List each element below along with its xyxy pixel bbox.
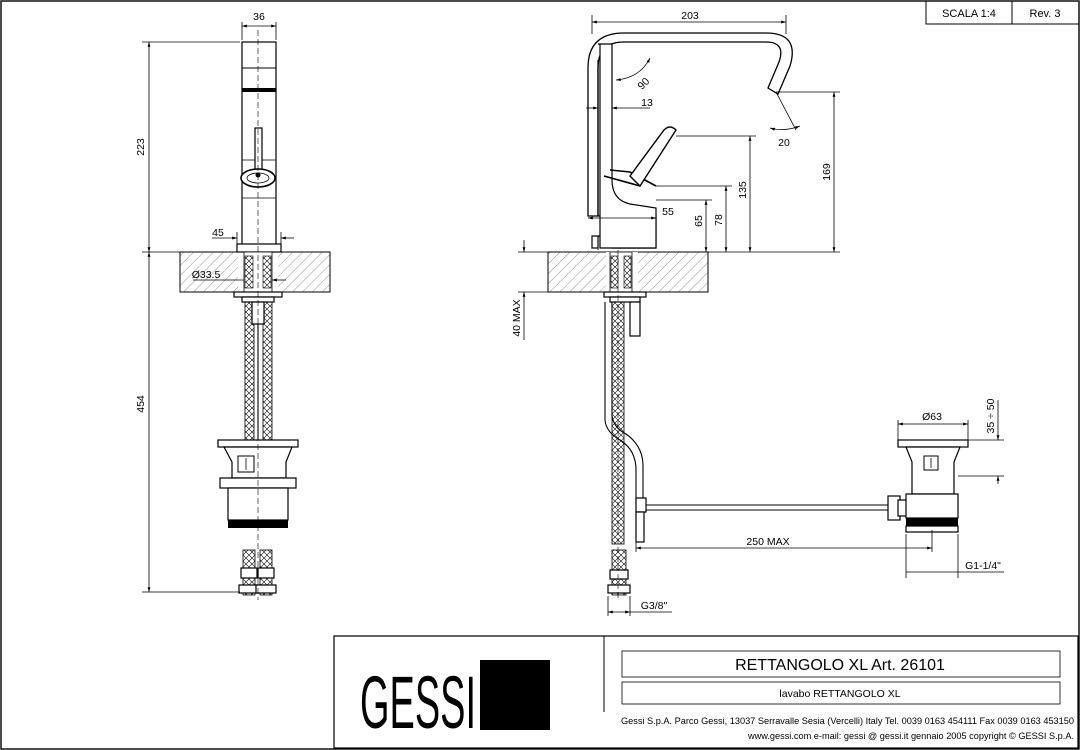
dim-h65: 65 [693,215,705,227]
dim-h135: 135 [737,181,749,199]
dim-max-thickness: 40 MAX [511,299,523,336]
dim-width-front: 36 [253,11,265,23]
side-lever [629,126,677,188]
dim-thread-drain: G1-1/4" [965,560,1001,572]
title-block: GESSI RETTANGOLO XL Art. 26101 lavabo RE… [333,635,1079,749]
dim-angle-20: 20 [778,137,790,149]
dim-width-side: 203 [681,10,699,22]
company-address: Gessi S.p.A. Parco Gessi, 13037 Serraval… [621,716,1074,726]
dim-height-body: 223 [135,138,147,156]
side-drain-flange [897,439,969,448]
dim-drain-diameter: Ø63 [922,411,942,423]
dim-hole-diameter: Ø33.5 [192,269,221,281]
product-title: RETTANGOLO XL Art. 26101 [735,657,945,674]
gessi-logo-text: GESSI [360,661,476,744]
dim-angle-90: 90 [636,75,653,92]
dim-spout-offset: 13 [641,97,653,109]
product-description: lavabo RETTANGOLO XL [779,688,900,700]
front-drain-thread [228,520,288,528]
front-dimensions: 36 223 45 Ø33.5 454 [135,11,294,593]
dim-rod-length: 250 MAX [746,536,789,548]
dim-h169: 169 [821,163,833,181]
copyright-line: www.gessi.com e-mail: gessi @ gessi.it g… [747,731,1074,741]
dim-base-width: 45 [212,227,224,239]
dim-thread-hose: G3/8" [641,600,668,612]
side-drain-thread [906,518,958,526]
side-view [547,32,969,600]
header-block: SCALA 1:4 Rev. 3 [925,0,1080,25]
front-lever [254,127,263,174]
pop-up-rod [604,302,640,506]
dim-total-length: 454 [135,395,147,413]
spout [587,32,793,217]
side-body [598,43,657,249]
revision-label: Rev. 3 [1030,8,1061,20]
scale-label: SCALA 1:4 [942,8,996,20]
dim-h78: 78 [713,214,725,226]
dim-w55: 55 [662,206,674,218]
front-view [179,30,331,600]
gessi-logo-block [480,660,550,730]
dim-drain-range: 35 ÷ 50 [985,398,997,433]
